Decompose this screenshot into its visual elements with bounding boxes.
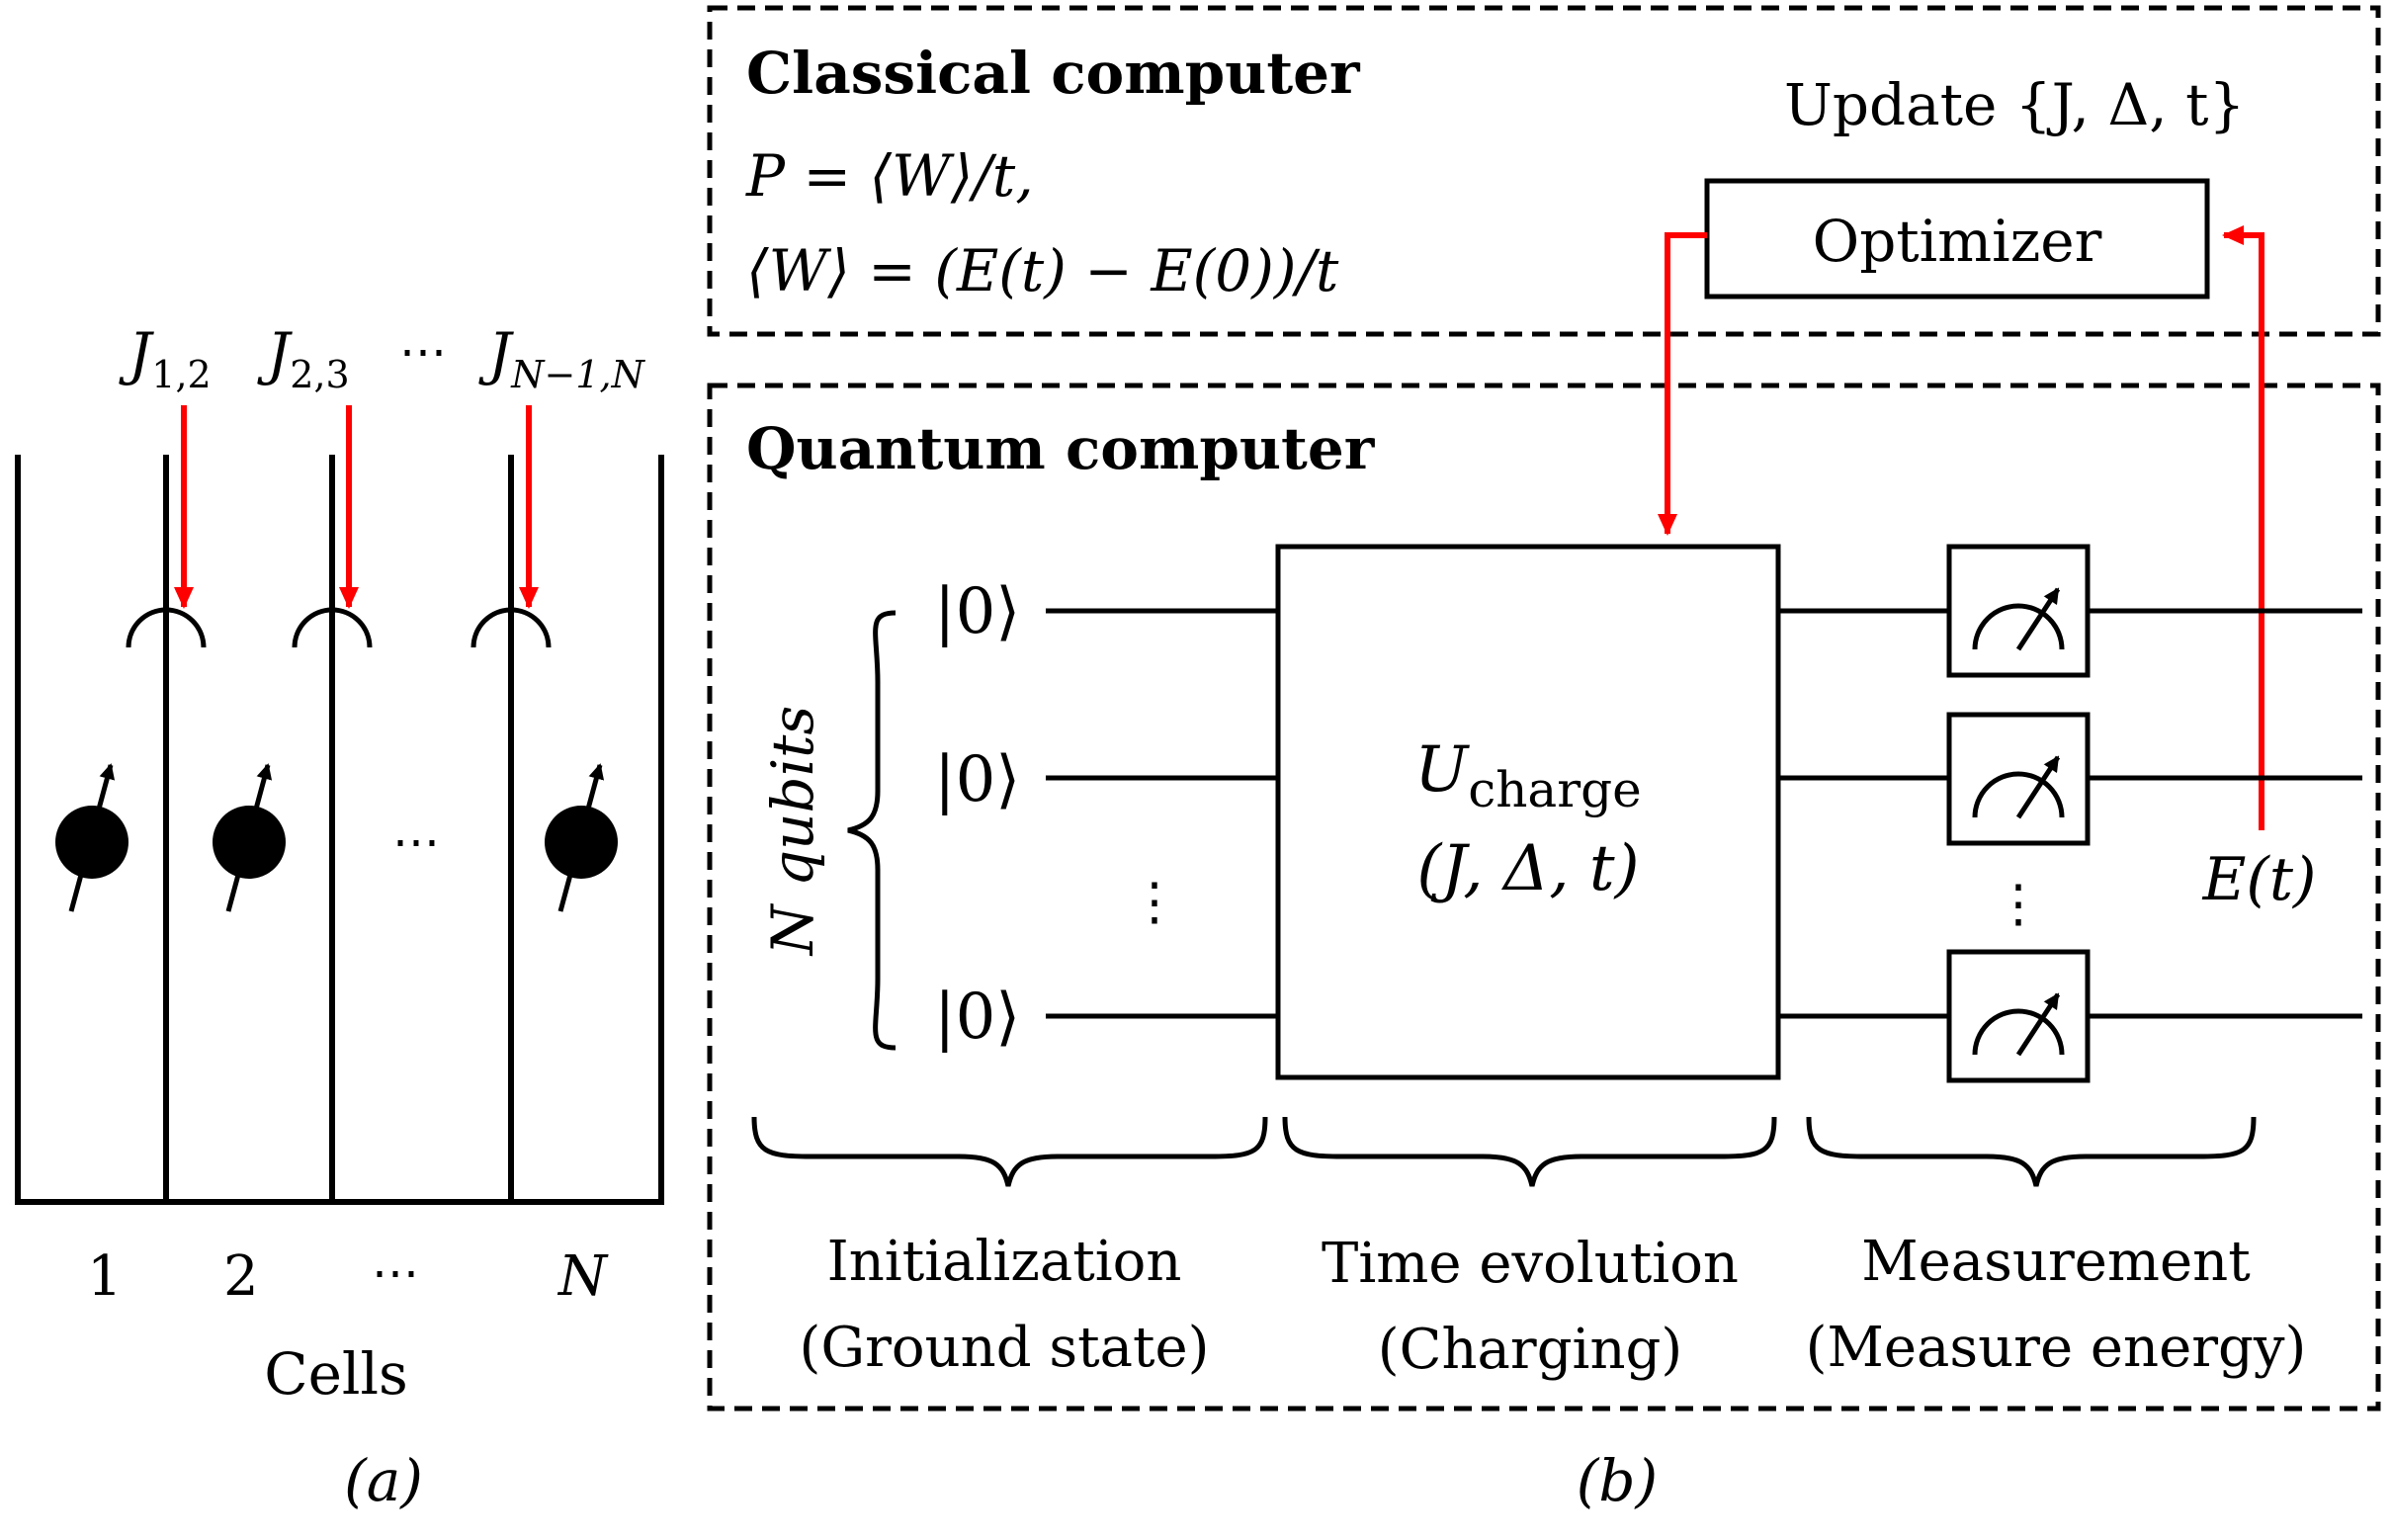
spin-1 bbox=[55, 763, 128, 912]
optimizer-box bbox=[1704, 178, 2210, 299]
classical-title: Classical computer bbox=[746, 40, 1361, 107]
energy-to-optimizer-arrow bbox=[2222, 225, 2264, 830]
power-equation: P = ⟨W⟩/t, bbox=[745, 142, 1034, 210]
coupling-dots: ⋯ bbox=[399, 324, 447, 380]
meter-icon bbox=[1946, 544, 2091, 678]
caption-a: (a) bbox=[344, 1447, 423, 1514]
stage-brace-measurement bbox=[1806, 1116, 2257, 1187]
spin-dots: ⋯ bbox=[392, 814, 440, 870]
work-equation: ⟨W⟩ = (E(t) − E(0))/t bbox=[746, 237, 1339, 304]
update-label: Update {J, Δ, t} bbox=[1784, 71, 2245, 138]
cell-label-dots: ⋯ bbox=[372, 1245, 419, 1301]
meter-icon bbox=[1946, 712, 2091, 846]
optimizer-label: Optimizer bbox=[1813, 208, 2102, 275]
stage-subtitle-measurement: (Measure energy) bbox=[1806, 1316, 2307, 1380]
cell-label-2: 2 bbox=[223, 1244, 259, 1309]
quantum-computer-box bbox=[707, 383, 2381, 1412]
energy-label-bg bbox=[2179, 845, 2338, 924]
panel-b: Classical computer P = ⟨W⟩/t, ⟨W⟩ = (E(t… bbox=[707, 5, 2381, 1514]
ket-0-bottom: |0⟩ bbox=[934, 981, 1020, 1054]
stage-brace-initialization bbox=[751, 1116, 1268, 1187]
panel-a: J1,2 J2,3 ⋯ JN−1,N ⋯ bbox=[15, 320, 664, 1514]
coupling-label-jn: JN−1,N bbox=[478, 320, 646, 396]
coupler-arc-2 bbox=[292, 607, 373, 648]
stage-title-evolution: Time evolution bbox=[1322, 1232, 1739, 1296]
spin-2 bbox=[213, 763, 286, 912]
spin-n bbox=[545, 763, 618, 912]
stage-brace-evolution bbox=[1282, 1116, 1777, 1187]
coupling-label-j23: J2,3 bbox=[257, 320, 350, 396]
input-vdots: ⋮ bbox=[1129, 873, 1180, 932]
energy-label: E(t) bbox=[2202, 845, 2317, 914]
unitary-args: (J, Δ, t) bbox=[1416, 832, 1639, 905]
coupler-arc-3 bbox=[470, 607, 552, 648]
unitary-label: Ucharge bbox=[1414, 733, 1641, 818]
optimizer-to-unitary-arrow bbox=[1658, 232, 1707, 536]
meter-icon bbox=[1946, 949, 2091, 1083]
meter-vdots: ⋮ bbox=[1993, 875, 2044, 934]
qubits-label: N qubits bbox=[759, 706, 826, 957]
classical-computer-box bbox=[707, 5, 2381, 337]
stage-title-measurement: Measurement bbox=[1861, 1230, 2251, 1294]
unitary-box bbox=[1275, 544, 1781, 1080]
cells-axis-label: Cells bbox=[264, 1340, 408, 1408]
cell-label-n: N bbox=[556, 1244, 609, 1309]
ket-0-top: |0⟩ bbox=[934, 575, 1020, 648]
qubits-brace bbox=[847, 610, 897, 1051]
quantum-title: Quantum computer bbox=[746, 415, 1376, 482]
stage-subtitle-evolution: (Charging) bbox=[1378, 1318, 1682, 1382]
stage-title-initialization: Initialization bbox=[827, 1230, 1182, 1294]
cell-label-1: 1 bbox=[87, 1244, 123, 1309]
stage-subtitle-initialization: (Ground state) bbox=[800, 1316, 1210, 1380]
caption-b: (b) bbox=[1577, 1447, 1658, 1514]
ket-0-middle: |0⟩ bbox=[934, 743, 1020, 816]
coupling-label-j12: J1,2 bbox=[119, 320, 212, 396]
coupler-arc-1 bbox=[126, 607, 207, 648]
